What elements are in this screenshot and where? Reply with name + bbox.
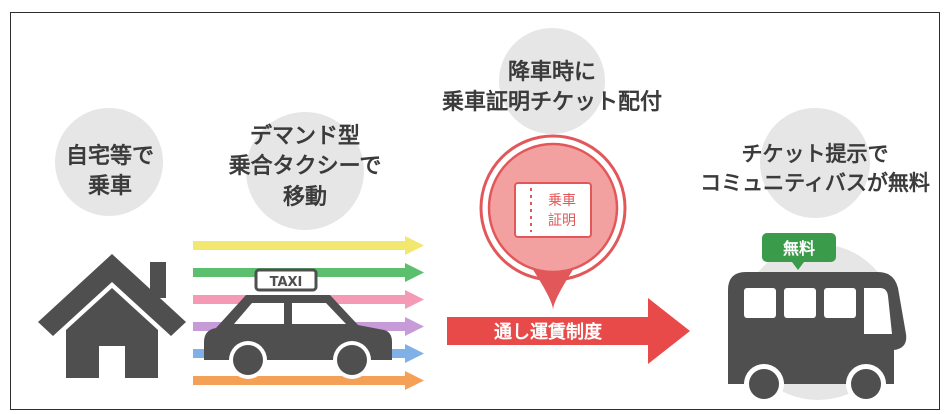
step3-line2: 乗車証明チケット配付 (441, 90, 662, 116)
taxi-wheel-front (233, 345, 263, 375)
step2-bubble (246, 112, 364, 230)
bus-icon (728, 272, 907, 404)
step4-line1: チケット提示で (741, 142, 889, 166)
taxi-wheel-rear (337, 345, 367, 375)
ticket-card (514, 182, 592, 238)
step3-bubble (499, 28, 605, 134)
fare-arrow-shape (447, 298, 690, 364)
bus-wheel-front (851, 369, 881, 399)
house-icon (38, 254, 186, 378)
step4-bubble (760, 108, 870, 218)
taxi-icon: TAXI (204, 268, 392, 379)
step2-line2: 乗合タクシーで (228, 154, 382, 180)
bus-window-3 (824, 288, 856, 318)
fare-arrow: 通し運賃制度 (447, 298, 690, 364)
lane-arrow-orange (193, 371, 424, 390)
bus-window-2 (784, 288, 816, 318)
taxi-window-front (234, 303, 284, 324)
ticket-text-line2: 証明 (548, 213, 576, 229)
free-badge (762, 233, 836, 262)
taxi-window-rear (292, 303, 346, 324)
free-badge-text: 無料 (783, 239, 815, 258)
fare-arrow-label: 通し運賃制度 (494, 321, 603, 343)
step1-label: 自宅等で 乗車 (40, 142, 180, 203)
step2-line3: 移動 (282, 184, 327, 210)
bus-wheel-rear (749, 369, 779, 399)
step4-label: チケット提示で コミュニティバスが無料 (675, 140, 951, 198)
step4-line2: コミュニティバスが無料 (700, 170, 930, 195)
taxi-sign-text: TAXI (270, 275, 303, 290)
bus-window-front (864, 288, 892, 334)
step3-label: 降車時に 乗車証明チケット配付 (432, 58, 672, 119)
step1-line1: 自宅等で (65, 144, 154, 169)
step1-bubble (55, 108, 163, 216)
diagram-frame (10, 12, 940, 410)
bus-group: 無料 (728, 233, 907, 404)
taxi-roof-sign (254, 268, 318, 292)
step1-line2: 乗車 (87, 174, 132, 200)
ticket-text-line1: 乗車 (548, 192, 576, 209)
ticket-pin-tail (528, 262, 578, 310)
step2-line1: デマンド型 (249, 124, 360, 149)
ticket-pin: 乗車 証明 (479, 134, 627, 310)
step3-line1: 降車時に (507, 60, 596, 85)
step2-label: デマンド型 乗合タクシーで 移動 (205, 122, 405, 213)
bus-window-1 (744, 288, 776, 318)
lane-arrow-yellow (193, 236, 424, 255)
